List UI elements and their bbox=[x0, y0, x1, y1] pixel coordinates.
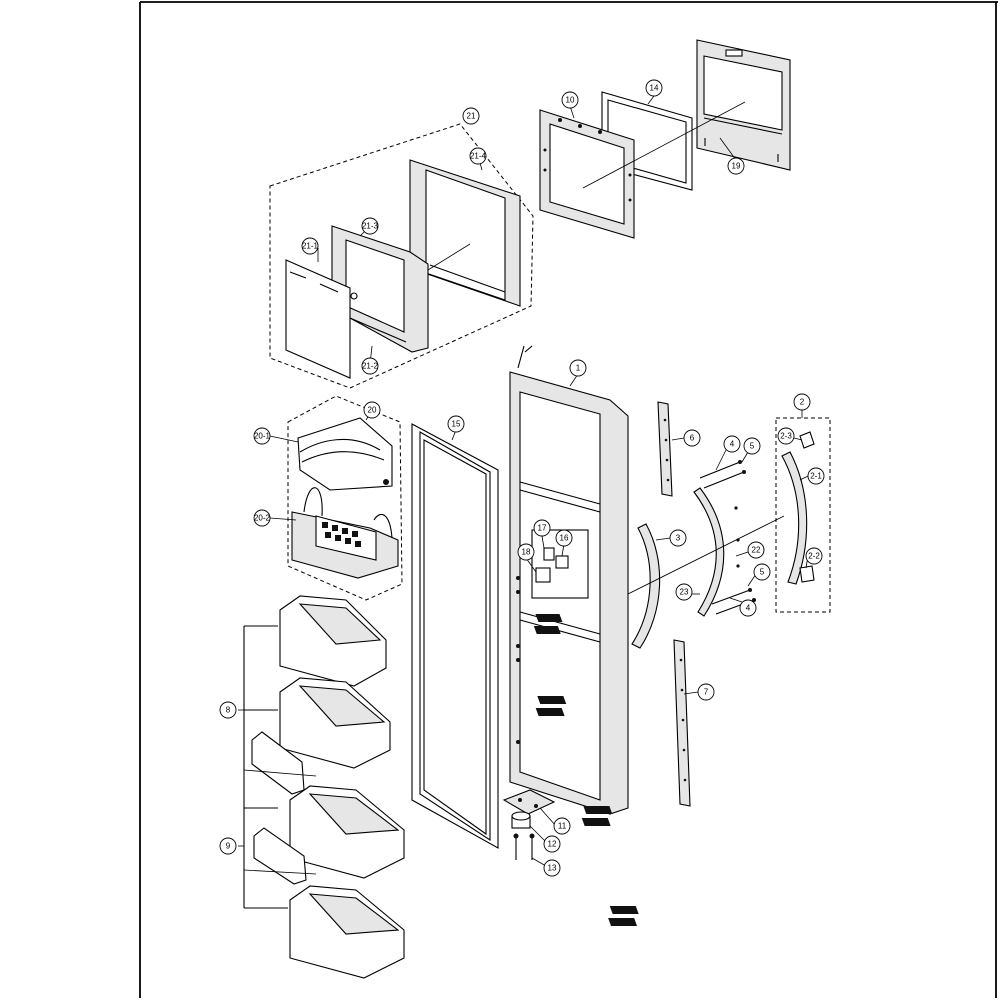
svg-text:7: 7 bbox=[704, 688, 709, 697]
callout-labels: 21 21-1 21-2 21-3 21-4 10 14 19 1 20 20-… bbox=[219, 79, 825, 877]
callout-16: 16 bbox=[555, 529, 573, 557]
svg-text:21-3: 21-3 bbox=[362, 222, 379, 231]
callout-15: 15 bbox=[447, 415, 465, 441]
svg-text:17: 17 bbox=[538, 524, 547, 533]
dispenser-parts-16-18 bbox=[535, 547, 569, 583]
svg-text:23: 23 bbox=[680, 588, 689, 597]
cover-21-1 bbox=[285, 259, 358, 379]
callout-11: 11 bbox=[539, 807, 571, 835]
svg-text:8: 8 bbox=[226, 706, 231, 715]
callout-5a: 5 bbox=[741, 437, 761, 463]
svg-text:4: 4 bbox=[746, 604, 751, 613]
door-liner-1 bbox=[509, 345, 629, 815]
handle-22 bbox=[693, 487, 725, 617]
svg-text:2-3: 2-3 bbox=[780, 432, 792, 441]
svg-text:2: 2 bbox=[800, 398, 805, 407]
bracket-lines bbox=[238, 625, 317, 909]
frame-panel-10 bbox=[539, 109, 635, 239]
callout-5b: 5 bbox=[747, 563, 771, 587]
screws-4-5 bbox=[699, 460, 756, 615]
svg-text:3: 3 bbox=[676, 534, 681, 543]
svg-text:2-2: 2-2 bbox=[808, 552, 820, 561]
svg-text:11: 11 bbox=[558, 822, 567, 831]
bin-20-2 bbox=[291, 487, 399, 579]
assembly-2-boundary bbox=[775, 417, 831, 613]
page-frame bbox=[139, 1, 998, 998]
callout-20-2: 20-2 bbox=[253, 509, 297, 527]
door-bin-9 bbox=[289, 885, 639, 979]
svg-text:1: 1 bbox=[576, 364, 581, 373]
assembly-21-boundary bbox=[269, 123, 534, 389]
gasket-15 bbox=[411, 423, 499, 849]
callout-2-2: 2-2 bbox=[805, 547, 823, 569]
svg-text:21: 21 bbox=[467, 112, 476, 121]
trim-7 bbox=[673, 639, 691, 807]
callout-13: 13 bbox=[531, 857, 561, 877]
door-bin-8-b bbox=[279, 677, 567, 769]
callout-1: 1 bbox=[569, 359, 587, 387]
callout-21-3: 21-3 bbox=[359, 217, 379, 237]
svg-text:4: 4 bbox=[730, 440, 735, 449]
svg-text:21-4: 21-4 bbox=[470, 152, 487, 161]
shelf-21-3 bbox=[331, 225, 429, 353]
svg-text:14: 14 bbox=[650, 84, 659, 93]
svg-text:5: 5 bbox=[760, 568, 765, 577]
door-bin-8-c bbox=[289, 785, 613, 879]
callout-21-4: 21-4 bbox=[469, 147, 487, 171]
callout-21: 21 bbox=[462, 107, 480, 125]
door-panel-19 bbox=[696, 39, 791, 171]
callout-12: 12 bbox=[529, 825, 561, 853]
cover-20-1 bbox=[297, 417, 393, 491]
dispenser-grille bbox=[322, 522, 361, 547]
trim-6 bbox=[657, 401, 673, 497]
callout-2-3: 2-3 bbox=[777, 427, 803, 445]
svg-text:21-2: 21-2 bbox=[362, 362, 379, 371]
callout-17: 17 bbox=[533, 519, 551, 549]
bin-cover-9-b bbox=[253, 827, 307, 885]
callout-21-1: 21-1 bbox=[301, 237, 319, 262]
callout-10: 10 bbox=[561, 91, 579, 119]
callout-7: 7 bbox=[683, 683, 715, 701]
callout-20-1: 20-1 bbox=[253, 427, 299, 445]
svg-text:2-1: 2-1 bbox=[810, 472, 822, 481]
frame-21-4 bbox=[409, 159, 521, 307]
callout-22: 22 bbox=[735, 541, 765, 559]
svg-text:9: 9 bbox=[226, 842, 231, 851]
handle-3 bbox=[631, 523, 661, 649]
svg-text:5: 5 bbox=[750, 442, 755, 451]
callout-4b: 4 bbox=[729, 597, 757, 617]
callout-20: 20 bbox=[363, 401, 381, 421]
svg-text:6: 6 bbox=[690, 434, 695, 443]
callout-6: 6 bbox=[671, 429, 701, 447]
svg-text:19: 19 bbox=[732, 162, 741, 171]
svg-text:13: 13 bbox=[548, 864, 557, 873]
callout-23: 23 bbox=[675, 583, 700, 601]
door-bin-8-a bbox=[279, 595, 563, 687]
svg-text:12: 12 bbox=[548, 840, 557, 849]
callout-8: 8 bbox=[219, 701, 237, 719]
svg-text:18: 18 bbox=[522, 548, 531, 557]
hinge-11 bbox=[502, 789, 556, 815]
callout-4a: 4 bbox=[715, 435, 741, 471]
svg-text:20-1: 20-1 bbox=[254, 432, 271, 441]
hinge-pin-12 bbox=[511, 811, 531, 829]
callout-19: 19 bbox=[719, 137, 745, 175]
svg-text:21-1: 21-1 bbox=[302, 242, 319, 251]
svg-text:20-2: 20-2 bbox=[254, 514, 271, 523]
callout-21-2: 21-2 bbox=[361, 345, 379, 375]
callout-2-1: 2-1 bbox=[799, 467, 825, 485]
svg-text:16: 16 bbox=[560, 534, 569, 543]
svg-text:22: 22 bbox=[752, 546, 761, 555]
svg-text:15: 15 bbox=[452, 420, 461, 429]
svg-text:10: 10 bbox=[566, 96, 575, 105]
handle-2-1 bbox=[781, 431, 815, 585]
screws-13 bbox=[513, 833, 535, 860]
callout-3: 3 bbox=[655, 529, 687, 547]
callout-2: 2 bbox=[793, 393, 811, 418]
callout-14: 14 bbox=[645, 79, 663, 105]
callout-9: 9 bbox=[219, 837, 237, 855]
callout-18: 18 bbox=[517, 543, 537, 573]
svg-text:20: 20 bbox=[368, 406, 377, 415]
